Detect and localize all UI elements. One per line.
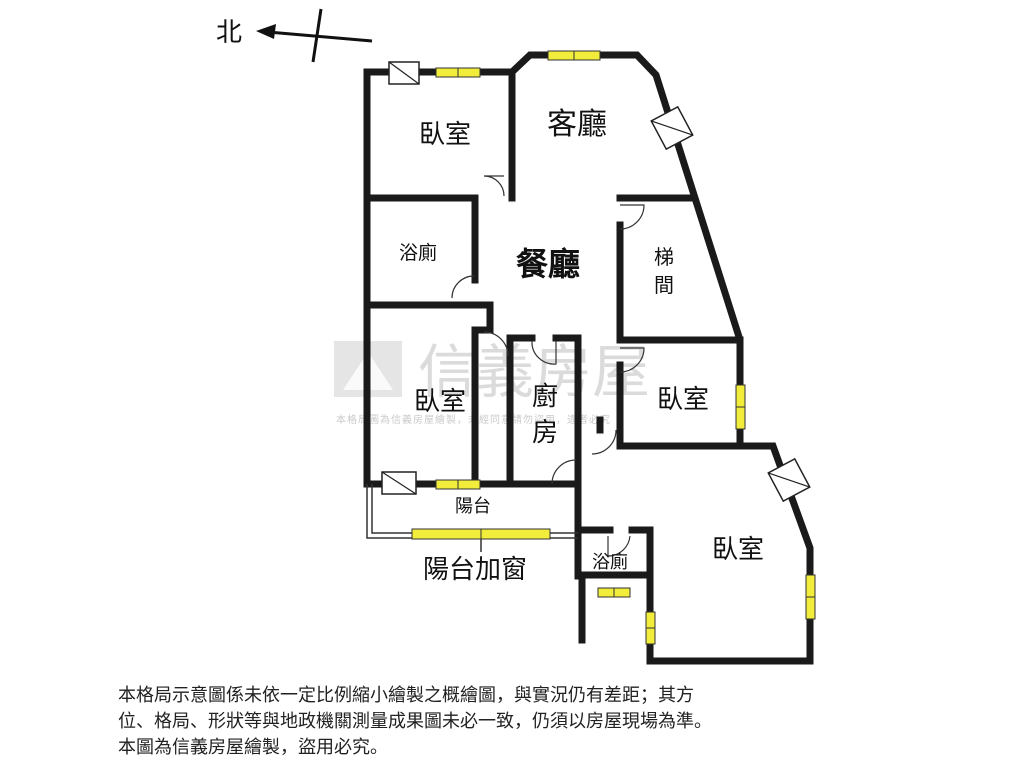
watermark-brand: 信義房屋 (418, 338, 650, 406)
window-living-north (547, 50, 601, 61)
window-bedroom-se-west (645, 611, 656, 645)
room-label-bathroom-main: 浴廁 (399, 241, 437, 264)
disclaimer-line-2: 位、格局、形狀等與地政機關測量成果圖未必一致，仍須以房屋現場為準。 (118, 711, 712, 732)
window-bathroom-small (597, 587, 631, 598)
ac-unit-icon (381, 471, 417, 495)
disclaimer: 本格局示意圖係未依一定比例縮小繪製之概繪圖，與實況仍有差距；其方 位、格局、形狀… (118, 683, 918, 761)
room-label-stairwell-2: 間 (654, 273, 674, 297)
room-label-bedroom-nw: 臥室 (419, 120, 471, 150)
room-label-dining-room: 餐廳 (516, 245, 580, 283)
ac-unit-icon (650, 105, 694, 151)
ac-units (381, 61, 811, 503)
ac-unit-icon (388, 61, 420, 85)
disclaimer-line-1: 本格局示意圖係未依一定比例縮小繪製之概繪圖，與實況仍有差距；其方 (118, 685, 694, 706)
disclaimer-line-3: 本圖為信義房屋繪製，盜用必究。 (118, 737, 388, 758)
watermark: 信義房屋 本格局圖為信義房屋繪製，未經同意請勿盜用，違者必究 (334, 338, 650, 426)
room-label-bedroom-e: 臥室 (657, 385, 709, 415)
room-label-balcony: 陽台 (455, 496, 491, 517)
room-label-bedroom-se: 臥室 (712, 535, 764, 565)
window-bedroom-nw (435, 67, 481, 78)
room-label-kitchen-2: 房 (532, 418, 558, 448)
window-balcony (411, 528, 551, 540)
window-bedroom-e (735, 384, 746, 430)
room-label-bedroom-w: 臥室 (414, 387, 466, 417)
balcony-window-callout: 陽台加窗 (423, 539, 527, 585)
room-labels: 臥室 客廳 浴廁 餐廳 梯 間 臥室 廚 房 臥室 陽台 臥室 浴廁 (399, 107, 764, 573)
room-label-living-room: 客廳 (547, 107, 607, 142)
ac-unit-icon (767, 457, 811, 503)
doors (451, 175, 645, 557)
room-label-kitchen-1: 廚 (532, 382, 558, 412)
north-arrow: 北 (216, 8, 373, 63)
window-bedroom-se (805, 574, 816, 620)
window-bedroom-w (435, 479, 481, 490)
north-label: 北 (216, 18, 242, 48)
windows (411, 50, 816, 645)
balcony-window-label: 陽台加窗 (423, 555, 527, 585)
room-label-bathroom-small: 浴廁 (592, 551, 628, 573)
room-label-stairwell-1: 梯 (654, 245, 674, 269)
